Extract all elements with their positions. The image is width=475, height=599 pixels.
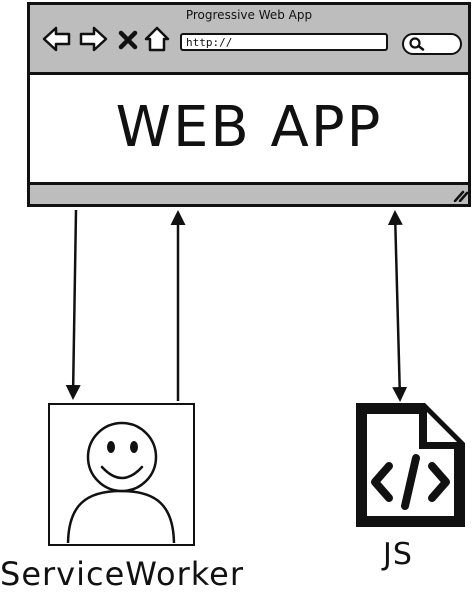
browser-statusbar	[30, 185, 468, 204]
search-icon	[409, 37, 425, 51]
arrow-browser-to-serviceworker	[65, 209, 81, 400]
serviceworker-box	[48, 403, 195, 546]
serviceworker-label: ServiceWorker	[0, 555, 244, 593]
browser-window: Progressive Web App WEB APP	[27, 2, 471, 207]
code-file-icon	[356, 403, 465, 527]
browser-titlebar: Progressive Web App	[30, 5, 468, 75]
close-icon[interactable]	[117, 25, 139, 53]
person-icon	[66, 421, 176, 543]
js-label: JS	[383, 537, 413, 572]
arrow-browser-js-bidirectional	[387, 210, 408, 402]
browser-content: WEB APP	[30, 75, 468, 185]
back-arrow-icon[interactable]	[42, 25, 72, 53]
window-title: Progressive Web App	[185, 8, 313, 22]
forward-arrow-icon[interactable]	[78, 25, 108, 53]
resize-grip-icon[interactable]	[452, 188, 468, 202]
home-icon[interactable]	[143, 25, 171, 53]
web-app-label: WEB APP	[115, 95, 383, 160]
url-input[interactable]	[180, 33, 388, 51]
search-field[interactable]	[402, 33, 462, 55]
